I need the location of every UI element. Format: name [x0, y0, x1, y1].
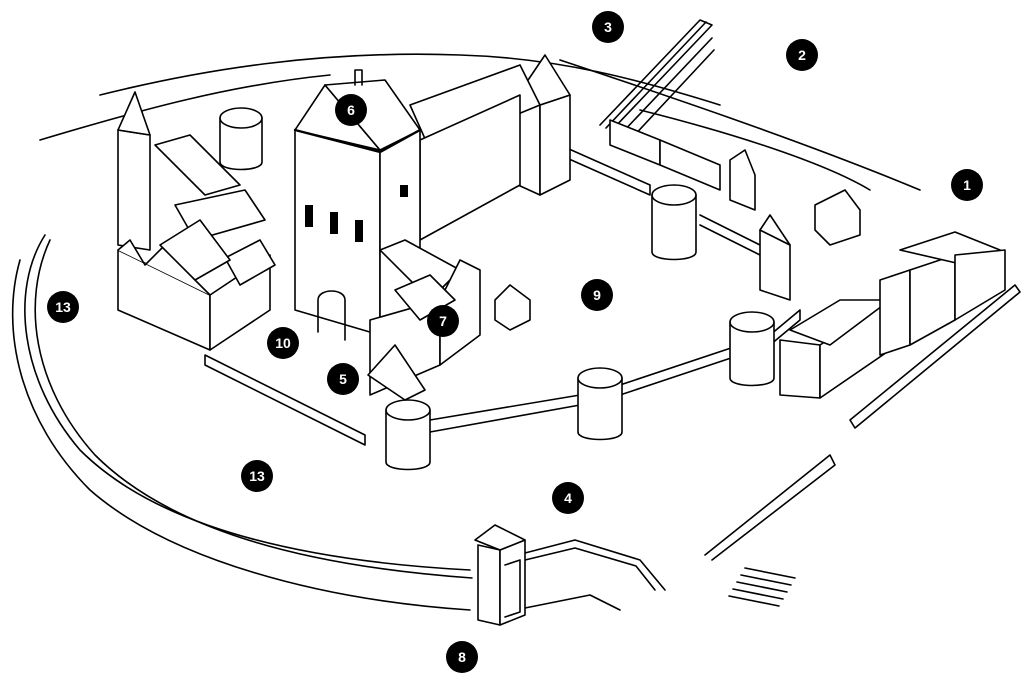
marker-9: 9	[581, 279, 613, 311]
svg-text:8: 8	[458, 649, 466, 665]
marker-3: 3	[592, 11, 624, 43]
outer-gatehouse	[474, 524, 526, 626]
stairs	[728, 567, 796, 607]
main-keep	[293, 64, 541, 341]
west-spire-tower	[117, 91, 151, 251]
marker-13-west: 13	[47, 291, 79, 323]
marker-10: 10	[267, 327, 299, 359]
northeast-buildings	[609, 119, 861, 246]
marker-5: 5	[327, 363, 359, 395]
marker-6: 6	[335, 94, 367, 126]
svg-text:10: 10	[275, 335, 291, 351]
marker-8: 8	[446, 641, 478, 673]
bridge	[599, 19, 715, 141]
svg-text:7: 7	[439, 313, 447, 329]
moat-outlines	[11, 53, 1021, 611]
svg-text:1: 1	[963, 177, 971, 193]
svg-text:2: 2	[798, 47, 806, 63]
marker-4: 4	[552, 482, 584, 514]
west-buildings	[117, 134, 276, 351]
marker-13-south: 13	[241, 460, 273, 492]
central-buildings	[367, 239, 531, 401]
svg-text:9: 9	[593, 287, 601, 303]
svg-text:6: 6	[347, 102, 355, 118]
svg-text:13: 13	[249, 468, 265, 484]
marker-7: 7	[427, 305, 459, 337]
round-towers	[219, 107, 775, 471]
marker-1: 1	[951, 169, 983, 201]
marker-2: 2	[786, 39, 818, 71]
svg-text:13: 13	[55, 299, 71, 315]
svg-text:5: 5	[339, 371, 347, 387]
east-buildings	[759, 214, 1006, 399]
svg-text:4: 4	[564, 490, 572, 506]
svg-text:3: 3	[604, 19, 612, 35]
